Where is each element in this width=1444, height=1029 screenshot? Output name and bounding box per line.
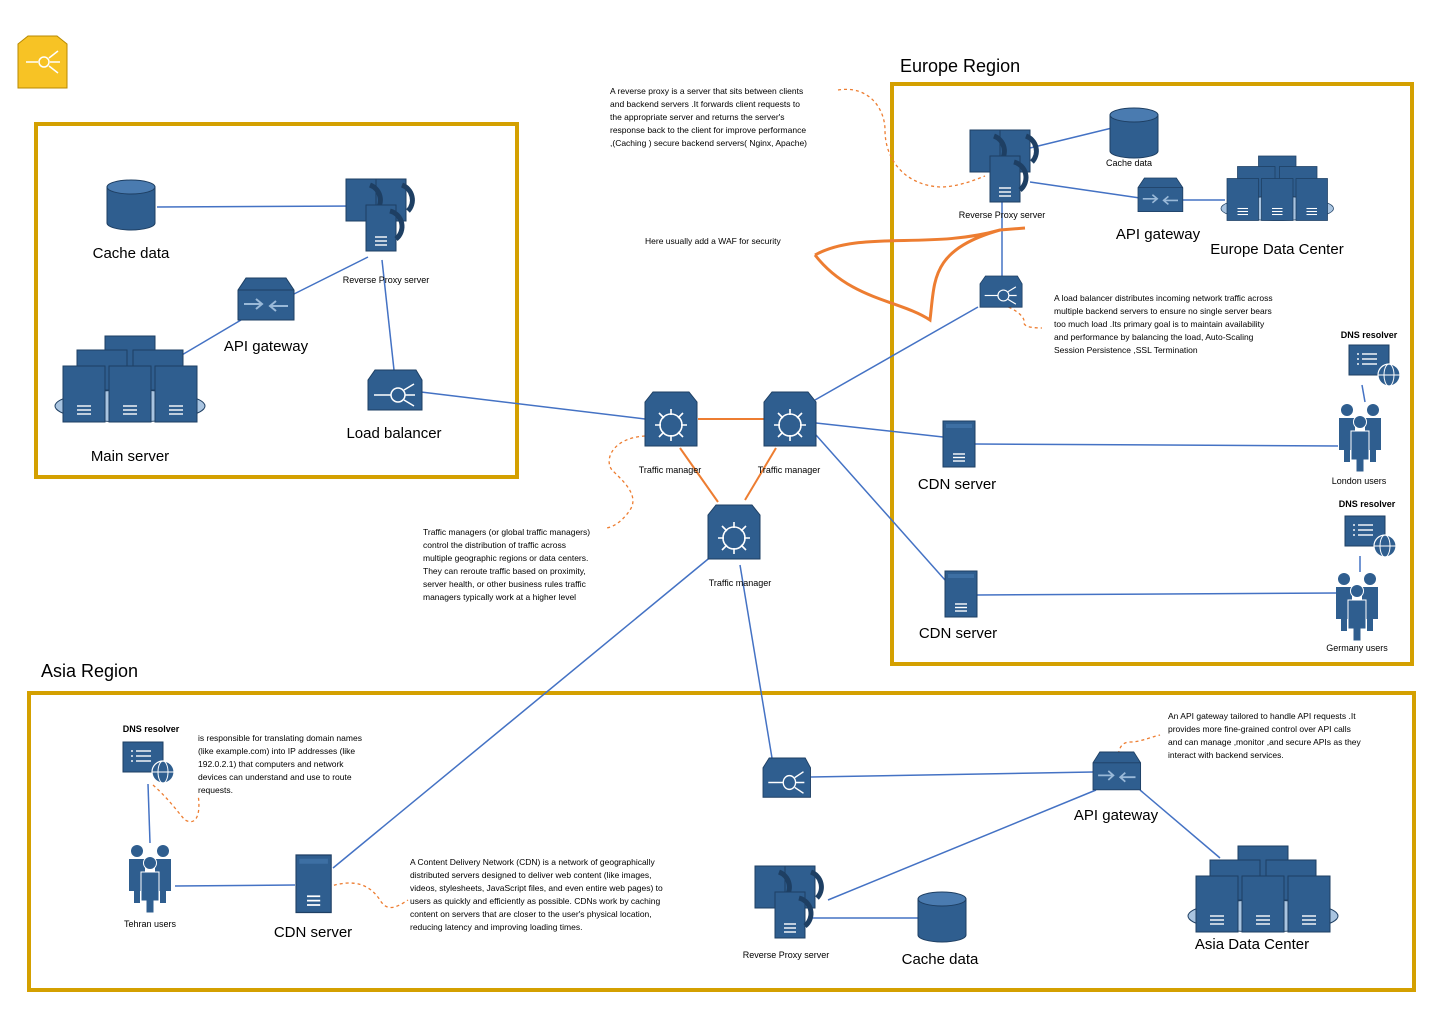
tehran-users-label: Tehran users — [124, 919, 177, 929]
asia-reverse-proxy-icon — [755, 866, 821, 938]
asia-api-gateway-icon — [1092, 751, 1142, 791]
main-api-gateway-icon — [237, 277, 295, 321]
europe-lb-note: A load balancer distributes incoming net… — [1054, 293, 1275, 355]
reverse-proxy-note: A reverse proxy is a server that sits be… — [610, 86, 808, 148]
europe-load-balancer-icon — [979, 275, 1023, 308]
traffic-manager-1-label: Traffic manager — [639, 465, 702, 475]
main-lb-label: Load balancer — [346, 425, 441, 442]
europe-dc-label: Europe Data Center — [1210, 241, 1343, 258]
asia-dns-icon — [122, 741, 175, 784]
london-users-label: London users — [1332, 476, 1387, 486]
europe-proxy-label: Reverse Proxy server — [959, 210, 1046, 220]
asia-dns-note: is responsible for translating domain na… — [198, 733, 364, 795]
main-cache-database-icon — [106, 179, 156, 231]
main-proxy-label: Reverse Proxy server — [343, 275, 430, 285]
asia-cdn-server-icon — [295, 854, 333, 914]
europe-cache-label: Cache data — [1106, 158, 1152, 168]
asia-region-frame — [27, 691, 1416, 992]
europe-region-title: Europe Region — [900, 56, 1020, 76]
traffic-manager-2-label: Traffic manager — [758, 465, 821, 475]
germany-users-label: Germany users — [1326, 643, 1388, 653]
asia-region-title: Asia Region — [41, 661, 138, 681]
asia-dc-label: Asia Data Center — [1195, 936, 1309, 953]
asia-cdn-note: A Content Delivery Network (CDN) is a ne… — [410, 857, 665, 932]
asia-cdn-label: CDN server — [274, 924, 352, 941]
europe-cache-database-icon — [1109, 107, 1159, 159]
traffic-manager-3-label: Traffic manager — [709, 578, 772, 588]
london-users-icon — [1338, 403, 1382, 473]
connectors — [147, 127, 1366, 919]
germany-users-icon — [1335, 572, 1379, 642]
main-load-balancer-icon — [367, 369, 423, 411]
europe-datacenter-icon — [1220, 155, 1335, 222]
main-gateway-label: API gateway — [224, 338, 309, 355]
traffic-manager-links — [679, 418, 777, 503]
waf-curve — [813, 226, 1026, 323]
traffic-manager-note: Traffic managers (or global traffic mana… — [423, 527, 592, 602]
europe-api-gateway-icon — [1137, 177, 1184, 213]
europe-dns-2-icon — [1344, 515, 1397, 558]
main-server-label: Main server — [91, 448, 169, 465]
main-reverse-proxy-icon — [346, 179, 412, 251]
asia-proxy-label: Reverse Proxy server — [743, 950, 830, 960]
asia-cache-label: Cache data — [902, 951, 979, 968]
europe-cdn-1-server-icon — [942, 420, 976, 468]
europe-cdn-2-label: CDN server — [919, 625, 997, 642]
tehran-users-icon — [128, 844, 172, 914]
europe-region-frame — [890, 82, 1414, 666]
asia-load-balancer-icon — [762, 757, 812, 798]
network-hub-icon — [17, 35, 68, 89]
europe-gateway-label: API gateway — [1116, 226, 1201, 243]
asia-gateway-label: API gateway — [1074, 807, 1159, 824]
waf-note: Here usually add a WAF for security — [645, 236, 781, 246]
main-server-datacenter-icon — [54, 335, 206, 423]
asia-cache-database-icon — [917, 891, 967, 943]
traffic-manager-1-icon — [644, 391, 698, 447]
europe-cdn-1-label: CDN server — [918, 476, 996, 493]
traffic-manager-3-icon — [707, 504, 761, 560]
europe-dns-2-label: DNS resolver — [1339, 499, 1396, 509]
traffic-manager-2-icon — [763, 391, 817, 447]
europe-reverse-proxy-icon — [970, 130, 1036, 202]
europe-dns-1-label: DNS resolver — [1341, 330, 1398, 340]
main-cache-label: Cache data — [93, 245, 170, 262]
main-region-frame — [34, 122, 519, 479]
europe-dns-1-icon — [1348, 344, 1401, 387]
asia-gateway-note: An API gateway tailored to handle API re… — [1168, 711, 1363, 760]
europe-cdn-2-server-icon — [944, 570, 978, 618]
asia-dns-label: DNS resolver — [123, 724, 180, 734]
asia-datacenter-icon — [1187, 845, 1339, 933]
annotation-connectors — [152, 88, 1161, 909]
